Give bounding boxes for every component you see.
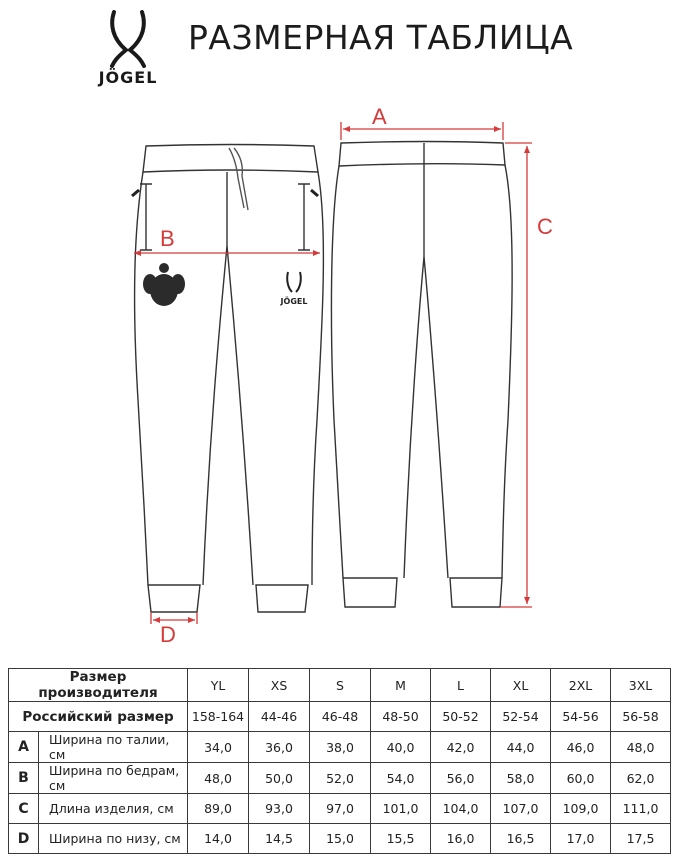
value-cell: 62,0: [610, 762, 672, 794]
value-cell: 56,0: [430, 762, 492, 794]
value-cell: 50,0: [248, 762, 311, 794]
front-right-outer: [311, 171, 325, 586]
jogel-v-icon: [110, 10, 146, 68]
size-cell: 3XL: [610, 668, 672, 702]
jogel-logo: JÖGEL: [88, 10, 168, 87]
row-param: Ширина по низу, см: [37, 823, 189, 854]
value-cell: 17,0: [550, 823, 612, 854]
russian-size-cell: 158-164: [187, 701, 250, 732]
value-cell: 60,0: [550, 762, 612, 794]
front-waistband: [142, 143, 319, 173]
back-right-center: [423, 256, 449, 579]
back-right-cuff: [449, 577, 503, 608]
manufacturer-size-row: Размер производителя YL XS S M L XL 2XL …: [7, 668, 672, 702]
value-cell: 36,0: [248, 731, 311, 763]
size-cell: YL: [187, 668, 250, 702]
label-c: C: [537, 214, 553, 239]
russian-size-cell: 54-56: [550, 701, 612, 732]
value-cell: 109,0: [550, 793, 612, 824]
table-row-d: D Ширина по низу, см 14,0 14,5 15,0 15,5…: [8, 823, 672, 854]
front-right-pocket: [298, 183, 310, 251]
value-cell: 40,0: [370, 731, 432, 763]
front-right-cuff: [255, 584, 309, 613]
back-center: [403, 143, 425, 579]
value-cell: 111,0: [610, 793, 672, 824]
size-cell: L: [430, 668, 492, 702]
row-letter: D: [8, 823, 39, 854]
russian-size-label: Российский размер: [7, 701, 189, 732]
row-letter: B: [8, 762, 39, 794]
row-param: Длина изделия, см: [37, 793, 189, 824]
size-cell: M: [370, 668, 432, 702]
value-cell: 14,0: [187, 823, 250, 854]
label-a: A: [372, 104, 387, 129]
drawstring: [228, 147, 249, 211]
value-cell: 93,0: [248, 793, 311, 824]
value-cell: 15,5: [370, 823, 432, 854]
size-cell: S: [309, 668, 372, 702]
page-title: РАЗМЕРНАЯ ТАБЛИЦА: [188, 18, 574, 57]
front-left-inner: [202, 172, 228, 586]
front-left-outer: [133, 171, 149, 586]
back-waistband: [338, 140, 506, 167]
front-jogel-logo-icon: [286, 271, 302, 293]
header: JÖGEL РАЗМЕРНАЯ ТАБЛИЦА: [0, 0, 678, 100]
value-cell: 107,0: [490, 793, 552, 824]
back-left-cuff: [342, 577, 398, 608]
front-right-inner: [226, 245, 254, 586]
russian-size-row: Российский размер 158-164 44-46 46-48 48…: [7, 701, 672, 732]
russian-size-cell: 56-58: [610, 701, 672, 732]
value-cell: 16,5: [490, 823, 552, 854]
row-letter: A: [8, 731, 39, 763]
pants-diagram: JÖGEL A B C D: [0, 100, 678, 660]
size-cell: 2XL: [550, 668, 612, 702]
size-cell: XL: [490, 668, 552, 702]
value-cell: 48,0: [610, 731, 672, 763]
label-b: B: [160, 226, 175, 251]
label-d: D: [160, 622, 176, 647]
value-cell: 54,0: [370, 762, 432, 794]
value-cell: 38,0: [309, 731, 372, 763]
front-right-zip-pull: [310, 188, 319, 198]
value-cell: 14,5: [248, 823, 311, 854]
size-cell: XS: [248, 668, 311, 702]
value-cell: 104,0: [430, 793, 492, 824]
russian-size-cell: 46-48: [309, 701, 372, 732]
russian-size-cell: 48-50: [370, 701, 432, 732]
value-cell: 15,0: [309, 823, 372, 854]
size-table: Размер производителя YL XS S M L XL 2XL …: [7, 668, 672, 854]
value-cell: 48,0: [187, 762, 250, 794]
value-cell: 17,5: [610, 823, 672, 854]
svg-text:JÖGEL: JÖGEL: [280, 296, 308, 306]
row-param: Ширина по талии, см: [37, 731, 189, 763]
front-left-cuff: [147, 584, 201, 613]
row-param: Ширина по бедрам, см: [37, 762, 189, 794]
table-row-a: A Ширина по талии, см 34,0 36,0 38,0 40,…: [8, 731, 672, 763]
value-cell: 42,0: [430, 731, 492, 763]
manufacturer-size-label: Размер производителя: [7, 668, 189, 702]
front-left-pocket: [140, 183, 152, 251]
value-cell: 101,0: [370, 793, 432, 824]
value-cell: 34,0: [187, 731, 250, 763]
value-cell: 46,0: [550, 731, 612, 763]
pants-drawing: JÖGEL: [131, 122, 532, 624]
coat-of-arms-icon: [143, 263, 185, 306]
back-left-outer: [330, 165, 344, 579]
value-cell: 52,0: [309, 762, 372, 794]
table-row-c: C Длина изделия, см 89,0 93,0 97,0 101,0…: [8, 793, 672, 824]
front-left-zip-pull: [131, 188, 140, 198]
russian-size-cell: 52-54: [490, 701, 552, 732]
russian-size-cell: 50-52: [430, 701, 492, 732]
value-cell: 44,0: [490, 731, 552, 763]
value-cell: 16,0: [430, 823, 492, 854]
value-cell: 89,0: [187, 793, 250, 824]
value-cell: 97,0: [309, 793, 372, 824]
table-row-b: B Ширина по бедрам, см 48,0 50,0 52,0 54…: [8, 762, 672, 794]
brand-name: JÖGEL: [98, 68, 158, 87]
row-letter: C: [8, 793, 39, 824]
russian-size-cell: 44-46: [248, 701, 311, 732]
back-right-outer: [501, 164, 513, 579]
value-cell: 58,0: [490, 762, 552, 794]
